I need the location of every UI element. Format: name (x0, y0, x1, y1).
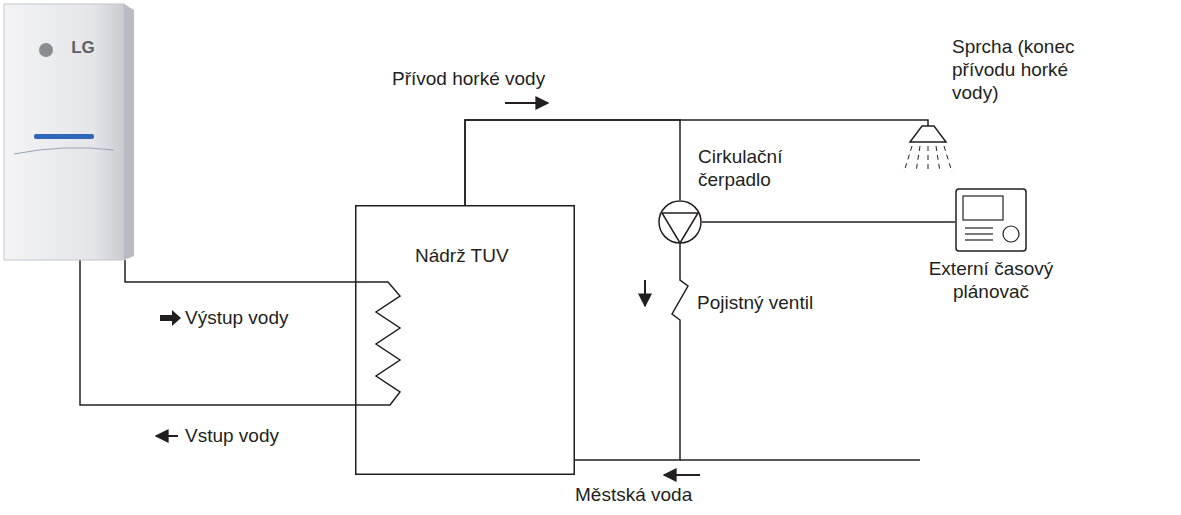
pipe-connector (702, 221, 955, 223)
water-spray (916, 146, 920, 172)
water-spray (944, 146, 952, 172)
logo-mark (39, 43, 53, 57)
heating-coil (355, 282, 400, 405)
brand-strip (34, 134, 94, 139)
timer-display (963, 196, 1003, 220)
flow-arrow (156, 435, 178, 437)
pump-icon (658, 200, 702, 244)
pipe-connector (125, 260, 355, 282)
shower-icon (900, 112, 962, 174)
mains-pipe (680, 459, 920, 461)
timer-button (965, 239, 993, 240)
flow-arrow (160, 310, 181, 326)
unit-casing (4, 4, 124, 260)
pipe-connector (575, 328, 680, 460)
water-spray (936, 146, 940, 172)
pipe-label: Městská voda (575, 484, 692, 507)
timer-button (965, 227, 993, 228)
dhw-tank: Nádrž TUV (355, 205, 575, 475)
water-spray (928, 146, 929, 172)
unit-side (124, 4, 134, 260)
shower-arm (900, 120, 928, 126)
node-label: LG (4, 38, 134, 58)
pipe-connector (465, 120, 680, 205)
node-label: Cirkulační čerpadlo (698, 146, 808, 192)
flow-arrow (644, 280, 646, 306)
unit-icon (4, 4, 134, 260)
heat-pump-unit: LG (4, 4, 134, 260)
shower-head: Sprcha (konec přívodu horké vody) (900, 112, 962, 174)
pump-triangle (662, 213, 698, 243)
check-valve: Pojistný ventil (671, 272, 689, 328)
shower-head (910, 126, 946, 142)
timer-button (965, 233, 993, 234)
pipe-label: Vstup vody (185, 425, 279, 448)
pipe-label: Přívod horké vody (392, 68, 545, 91)
node-label: Pojistný ventil (697, 292, 867, 315)
flow-arrow (505, 102, 548, 104)
flow-arrow (664, 474, 700, 476)
timer-knob (1003, 226, 1019, 242)
timer-controller: Externí časový plánovač (955, 188, 1027, 252)
valve-symbol (672, 272, 688, 328)
node-label: Sprcha (konec přívodu horké vody) (952, 36, 1092, 104)
timer-icon (955, 188, 1027, 252)
front-trim (14, 148, 114, 154)
pump-circle (659, 201, 701, 243)
pipe-connector (80, 260, 355, 405)
pipe-connector (465, 120, 900, 205)
node-label: Nádrž TUV (415, 245, 565, 268)
water-spray (904, 146, 912, 172)
timer-housing (956, 189, 1026, 251)
valve-icon (671, 272, 689, 328)
pipe-label: Výstup vody (185, 307, 289, 330)
node-label: Externí časový plánovač (918, 258, 1064, 304)
circulation-pump: Cirkulační čerpadlo (658, 200, 702, 244)
tank-outline (356, 206, 575, 475)
pipe-connector (679, 244, 681, 272)
